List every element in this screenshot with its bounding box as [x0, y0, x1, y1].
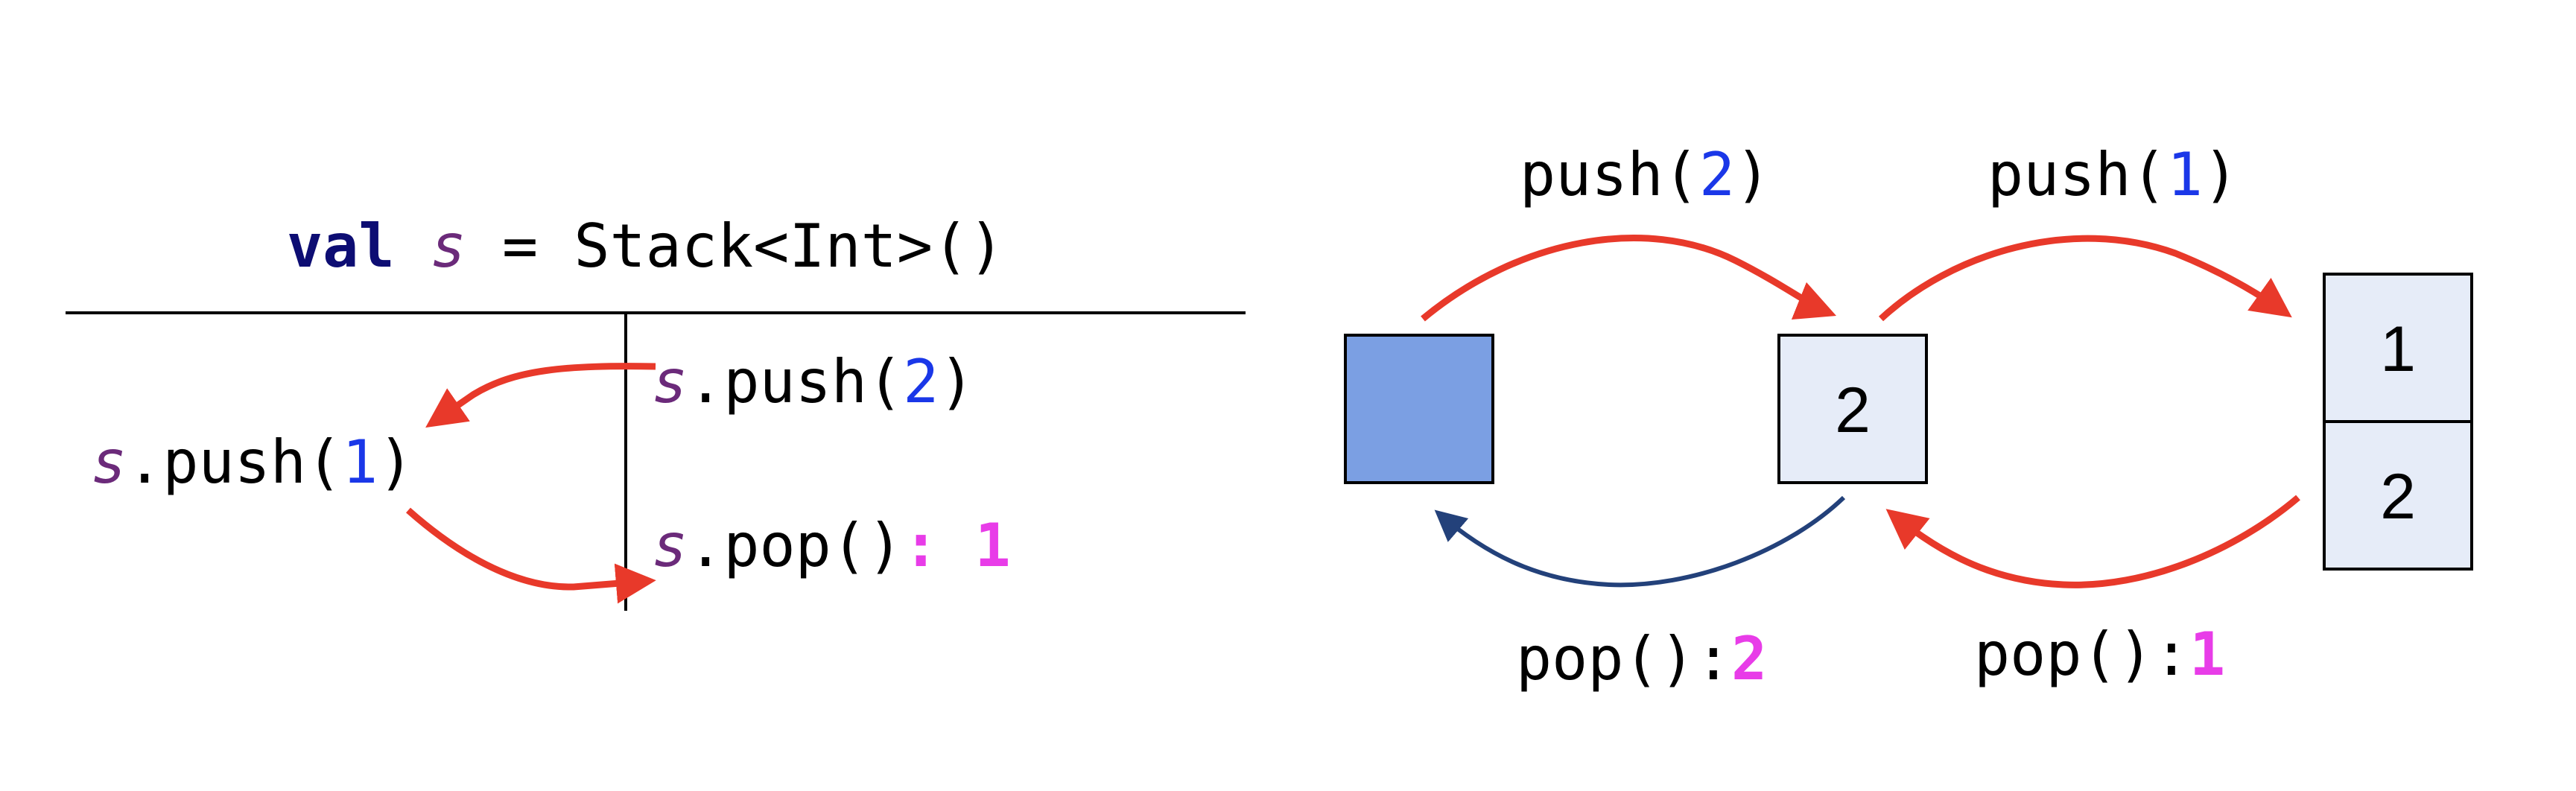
push-1-arrow [1878, 235, 2292, 322]
pop-2-label: pop():2 [1516, 624, 1767, 693]
stack-element-box [1777, 334, 1928, 484]
op-close: ) [1735, 140, 1771, 209]
push-close: ) [939, 347, 974, 416]
push-2-arrow [1421, 235, 1837, 322]
variable-s: s [652, 511, 688, 580]
pop-1-arrow [1885, 495, 2300, 588]
stack-element-value: 2 [2380, 461, 2416, 533]
pop-result: 1 [974, 511, 1010, 580]
op-arg: 2 [1699, 140, 1735, 209]
stack-states: 2 1 2 push(2) push(1) pop():2 pop():1 [1344, 140, 2473, 693]
pop-call: .pop() [688, 511, 903, 580]
pop-order-arrow [406, 507, 656, 604]
stack-element-value: 2 [1835, 375, 1871, 446]
declaration-rest: = Stack<Int>() [466, 212, 1004, 281]
push-arg: 2 [903, 347, 939, 416]
variable-s: s [91, 428, 127, 497]
empty-stack-box [1344, 334, 1494, 484]
code-panel: val s = Stack<Int>() s.push(2) s.push(1)… [66, 212, 1246, 611]
stack-element-box [2323, 420, 2473, 571]
push-2-label: push(2) [1520, 140, 1771, 209]
push-call: .push( [688, 347, 903, 416]
op-result: 1 [2189, 620, 2225, 689]
declaration-line: val s = Stack<Int>() [287, 212, 1004, 281]
pop-2-arrow [1434, 495, 1846, 588]
variable-s: s [652, 347, 688, 416]
op-fn: push( [1987, 140, 2167, 209]
push-1-label: push(1) [1987, 140, 2239, 209]
push-close: ) [378, 428, 413, 497]
pop-separator: : [903, 511, 974, 580]
op-arg: 1 [2167, 140, 2203, 209]
stack-element-box [2323, 273, 2473, 423]
push-order-arrow [425, 363, 656, 428]
op-close: ) [2203, 140, 2239, 209]
op-fn: push( [1520, 140, 1699, 209]
pop-line: s.pop(): 1 [652, 511, 1011, 580]
push-2-line: s.push(2) [652, 347, 975, 416]
op-fn: pop(): [1974, 620, 2189, 689]
push-arg: 1 [342, 428, 378, 497]
op-fn: pop(): [1516, 624, 1731, 693]
push-call: .push( [127, 428, 342, 497]
keyword-val: val [287, 212, 395, 281]
variable-s: s [431, 212, 466, 281]
stack-element-value: 1 [2380, 314, 2416, 385]
push-1-line: s.push(1) [91, 428, 414, 497]
op-result: 2 [1731, 624, 1767, 693]
pop-1-label: pop():1 [1974, 620, 2225, 689]
